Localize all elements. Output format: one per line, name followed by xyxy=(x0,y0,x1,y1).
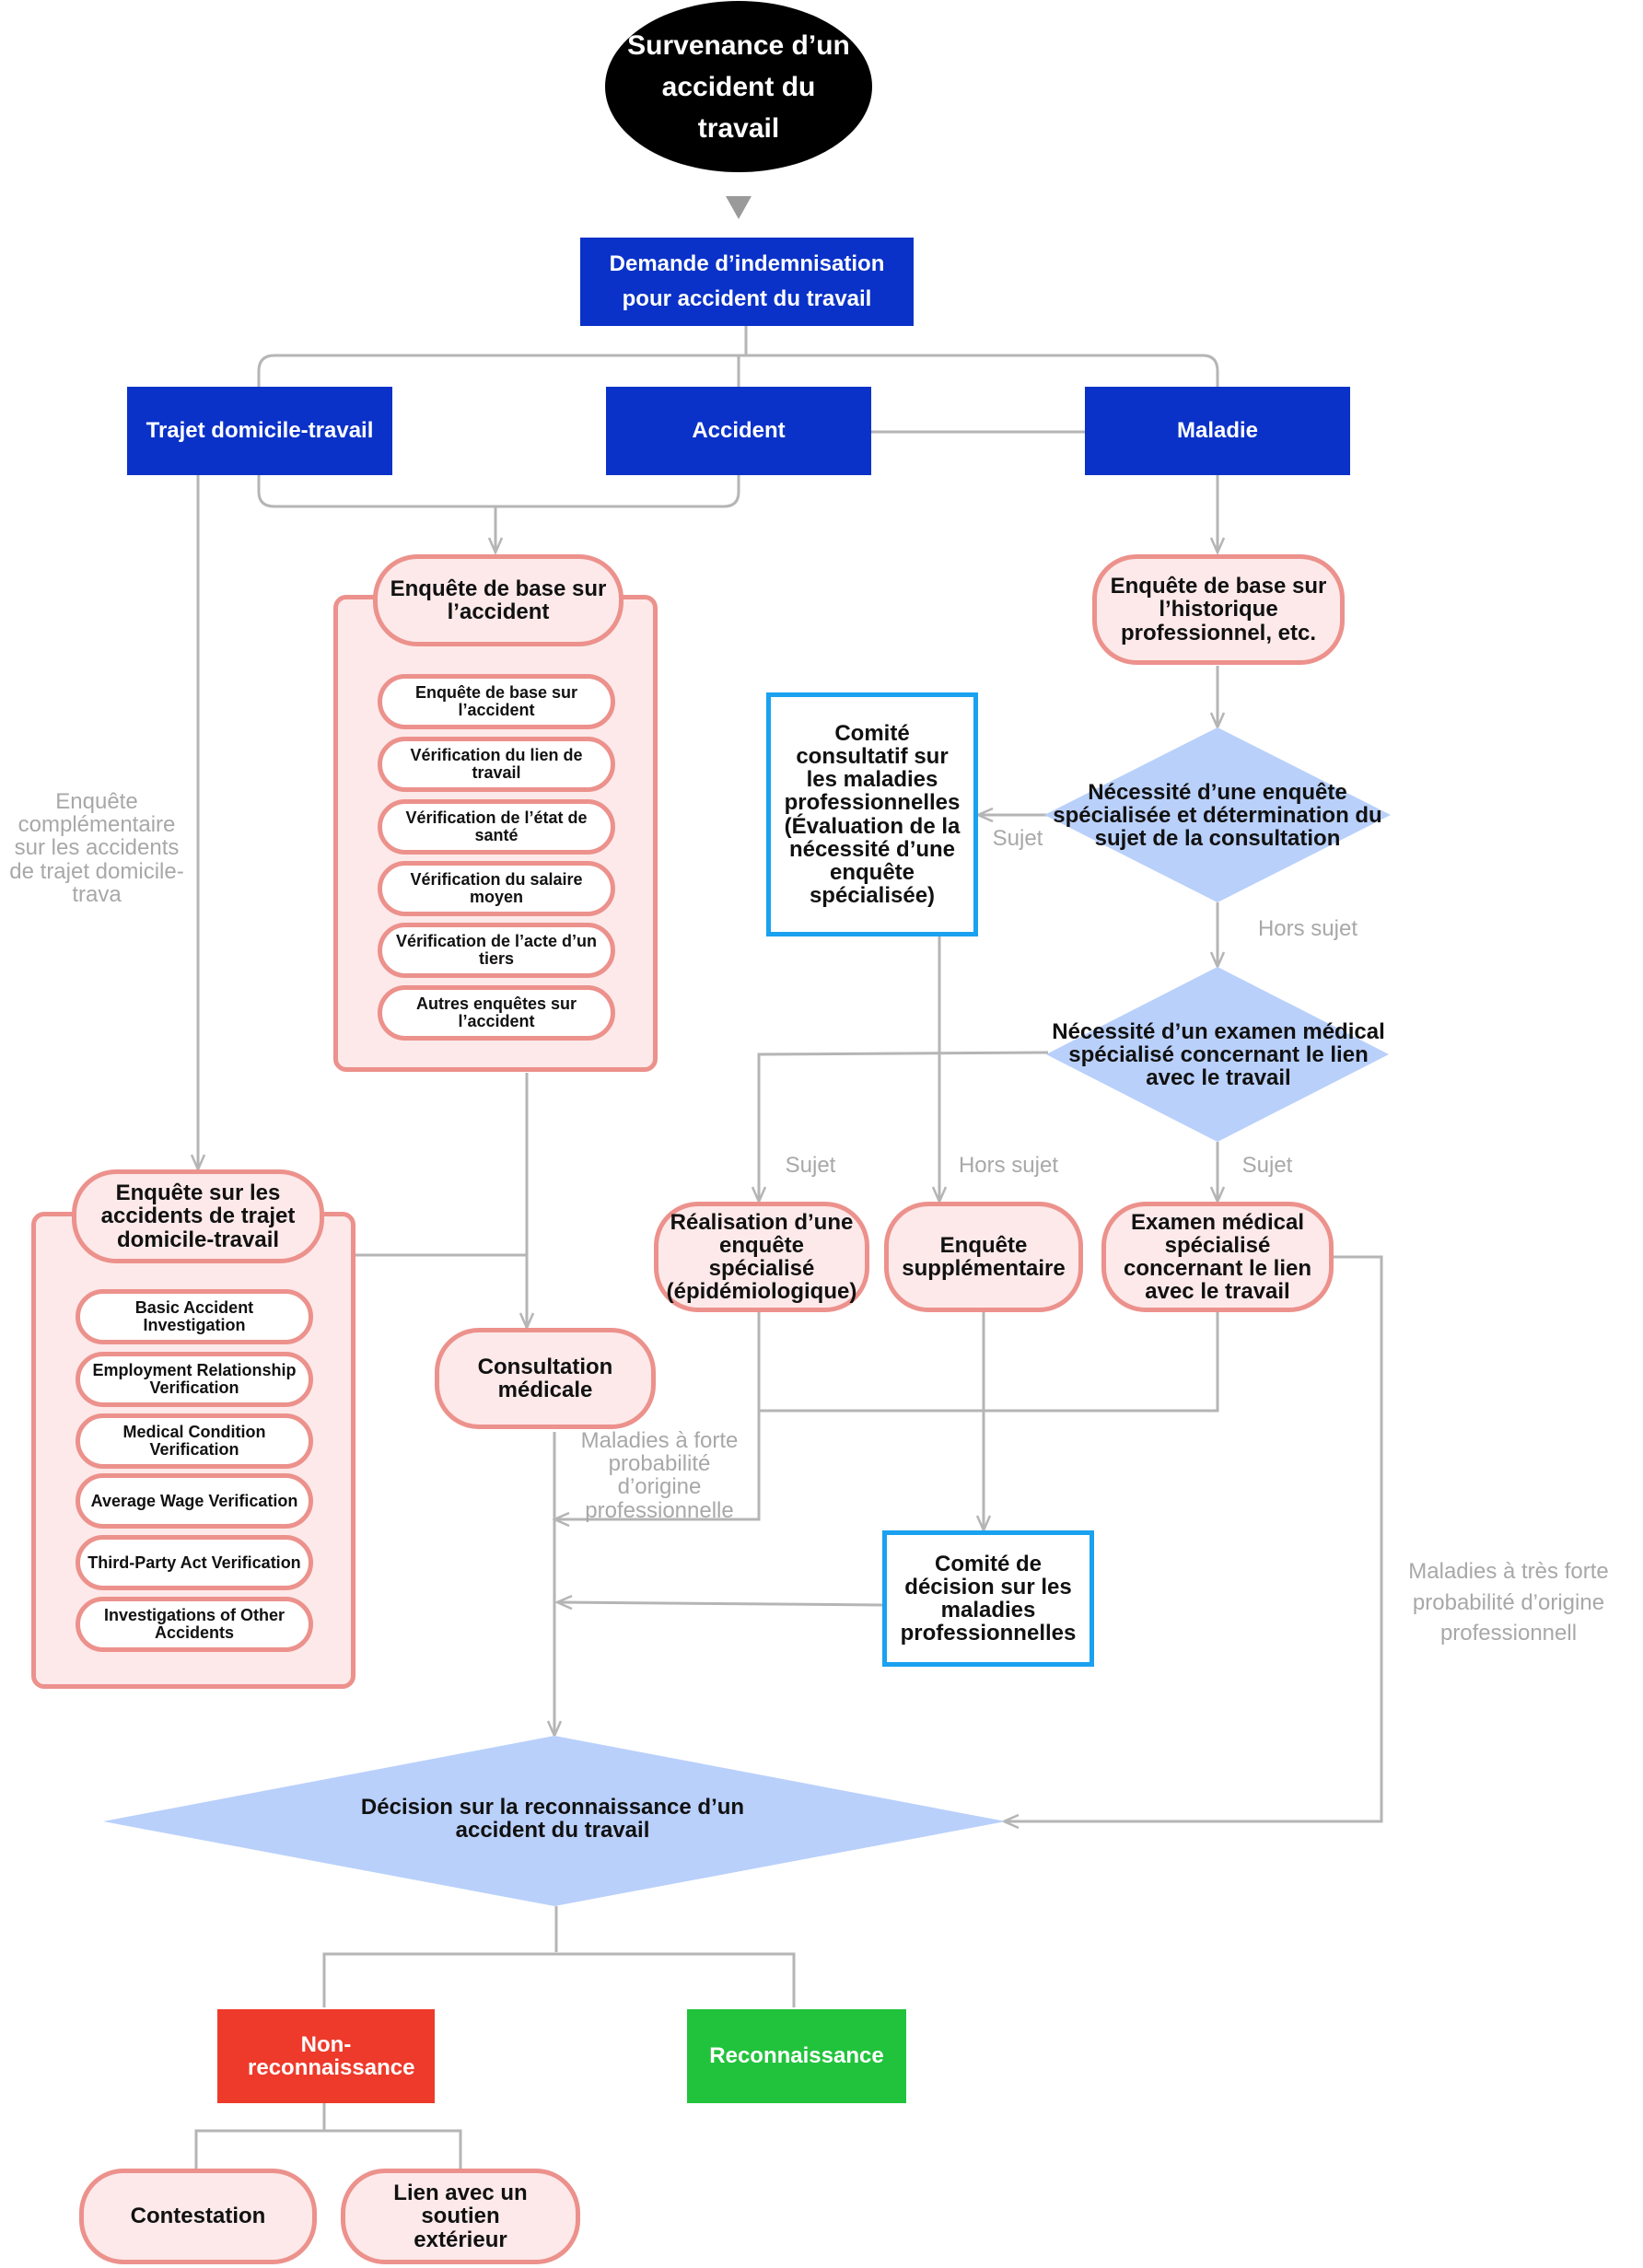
edge-label-subject-2: Sujet xyxy=(785,1153,836,1178)
category-commute: Trajet domicile-travail xyxy=(127,387,392,475)
advisory-committee-node: Comité consultatif sur les maladies prof… xyxy=(766,692,978,936)
decision-committee-node: Comité de décision sur les maladies prof… xyxy=(882,1530,1094,1667)
final-decision-diamond xyxy=(103,1736,1006,1906)
category-disease-label: Maladie xyxy=(1176,417,1259,443)
edge-label-subject-3: Sujet xyxy=(1241,1153,1293,1178)
edge-label-subject-1: Sujet xyxy=(992,826,1043,851)
commute-investigation-title: Enquête sur les accidents de trajet domi… xyxy=(72,1169,324,1263)
down-arrow-icon xyxy=(726,196,752,219)
category-commute-label: Trajet domicile-travail xyxy=(146,417,374,443)
basic-investigation-item-3: Vérification de l’état de santé xyxy=(378,799,615,855)
category-accident: Accident xyxy=(606,387,871,475)
basic-investigation-title: Enquête de base sur l’accident xyxy=(373,554,623,646)
start-text: Survenance d’un accident du travail xyxy=(627,29,850,144)
commute-investigation-item-5: Third-Party Act Verification xyxy=(76,1535,313,1590)
basic-investigation-item-2: Vérification du lien de travail xyxy=(378,737,615,792)
recognition-node: Reconnaissance xyxy=(687,2009,906,2103)
commute-investigation-item-1: Basic Accident Investigation xyxy=(76,1289,313,1344)
medical-exam-diamond xyxy=(1046,967,1389,1142)
start-node: Survenance d’un accident du travail xyxy=(626,28,851,145)
basic-investigation-item-5: Vérification de l’acte d’un tiers xyxy=(378,923,615,978)
special-need-diamond xyxy=(1044,727,1391,902)
claim-text: Demande d’indemnisation pour accident du… xyxy=(609,250,885,311)
contest-node: Contestation xyxy=(79,2169,317,2264)
external-support-node: Lien avec un soutien extérieur xyxy=(341,2169,580,2264)
category-accident-label: Accident xyxy=(692,417,786,443)
start-ellipse xyxy=(605,1,872,172)
very-high-probability-label: Maladies à très forte probabilité d’orig… xyxy=(1408,1559,1609,1646)
final-decision-text: Décision sur la reconnaissance d’un acci… xyxy=(360,1795,745,1843)
basic-investigation-item-4: Vérification du salaire moyen xyxy=(378,861,615,916)
medical-exam-decision-text: Nécessité d’un examen médical spécialisé… xyxy=(1052,1019,1385,1091)
disease-history-node: Enquête de base sur l’historique profess… xyxy=(1092,554,1345,665)
commute-investigation-item-6: Investigations of Other Accidents xyxy=(76,1597,313,1652)
claim-node: Demande d’indemnisation pour accident du… xyxy=(580,238,914,326)
category-disease: Maladie xyxy=(1085,387,1350,475)
commute-investigation-item-2: Employment Relationship Verification xyxy=(76,1352,313,1407)
medical-consultation-node: Consultation médicale xyxy=(435,1328,656,1429)
supplementary-investigation-node: Enquête supplémentaire xyxy=(884,1202,1083,1312)
commute-investigation-item-3: Medical Condition Verification xyxy=(76,1413,313,1469)
edge-label-off-topic-1: Hors sujet xyxy=(1257,916,1358,941)
rejection-node: Non-reconnaissance xyxy=(217,2009,435,2103)
special-need-decision-text: Nécessité d’une enquête spécialisée et d… xyxy=(1053,780,1382,852)
basic-investigation-item-6: Autres enquêtes sur l’accident xyxy=(378,985,615,1041)
epidemiology-node: Réalisation d’une enquête spécialisé (ép… xyxy=(654,1202,869,1312)
high-probability-label: Maladies à forte probabilité d’origine p… xyxy=(580,1428,739,1523)
basic-investigation-item-1: Enquête de base sur l’accident xyxy=(378,674,615,729)
commute-investigation-item-4: Average Wage Verification xyxy=(76,1473,313,1529)
special-medical-exam-node: Examen médical spécialisé concernant le … xyxy=(1101,1202,1334,1312)
commute-complement-label: Enquête complémentaire sur les accidents… xyxy=(9,789,184,907)
edge-label-off-topic-2: Hors sujet xyxy=(958,1153,1059,1178)
